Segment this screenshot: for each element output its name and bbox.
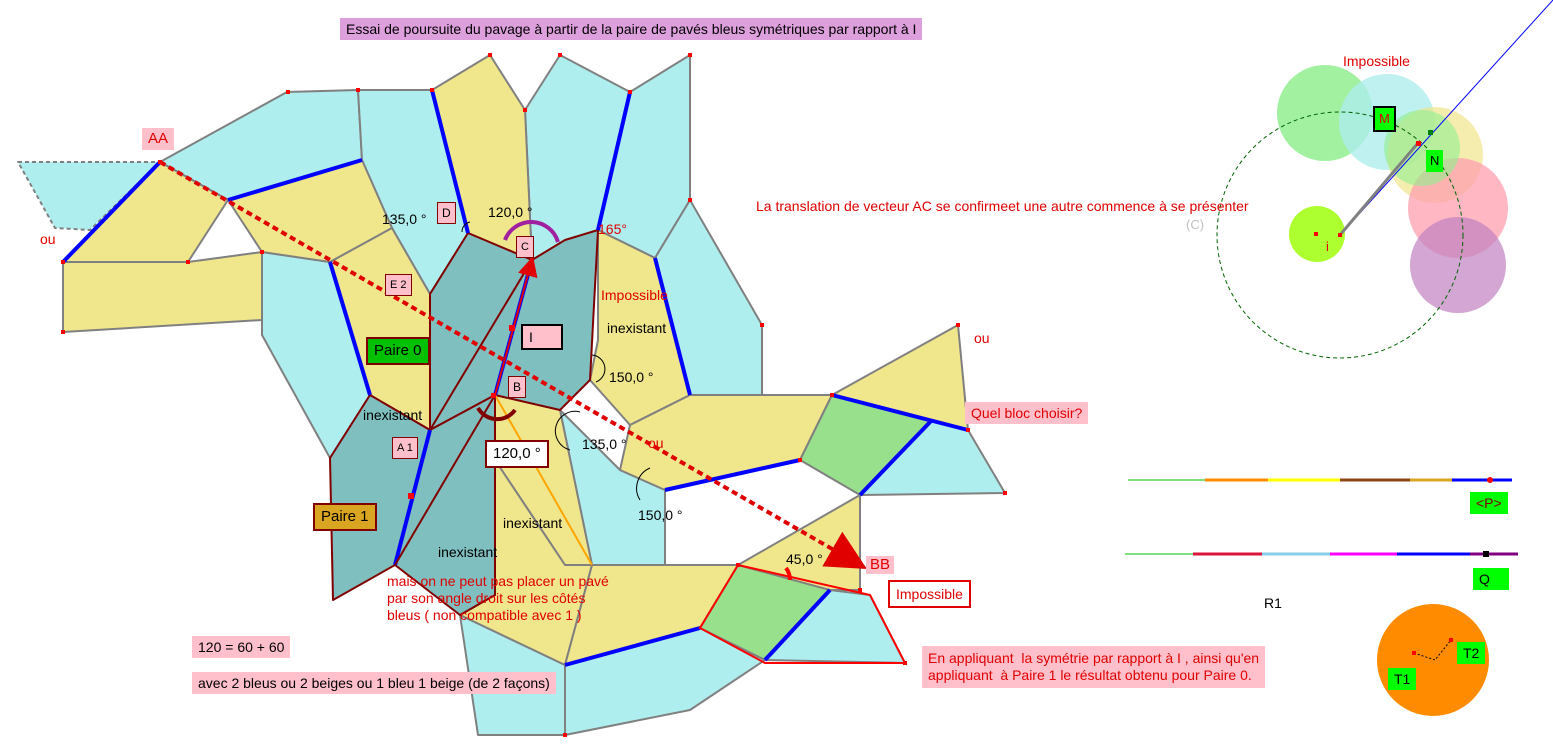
point-B-label[interactable]: B	[508, 376, 527, 398]
combos-label: avec 2 bleus ou 2 beiges ou 1 bleu 1 bei…	[192, 672, 556, 694]
ou-label-1: ou	[40, 231, 56, 247]
maroon-diagonal-2	[429, 259, 533, 431]
blue-edge-5	[653, 257, 692, 396]
inexistant-label-3: inexistant	[503, 515, 563, 531]
blue-edge-11	[564, 626, 701, 667]
impossible-label-2: Impossible	[1343, 53, 1410, 69]
angle-165: 165°	[598, 221, 627, 237]
circle-violet	[1410, 217, 1506, 313]
angle-150-b: 150,0 °	[638, 507, 683, 523]
point-i-label[interactable]: i	[1326, 239, 1329, 254]
quel-bloc-label: Quel bloc choisir?	[965, 402, 1089, 424]
arc-135-mid	[554, 410, 581, 451]
blue-edge-8	[831, 393, 969, 432]
cyan-tiles	[17, 54, 1006, 736]
blue-edge-3	[430, 89, 470, 234]
point-I-label[interactable]: I	[521, 324, 563, 350]
point-C-label[interactable]: C	[516, 236, 534, 258]
pair0-box[interactable]: Paire 0	[366, 337, 430, 365]
angle-120-top: 120,0 °	[488, 204, 533, 220]
angle-135-mid: 135,0 °	[582, 436, 627, 452]
translation-vector	[159, 160, 867, 569]
translation-note: La translation de vecteur AC se confirme…	[756, 198, 1249, 214]
inexistant-label-4: inexistant	[438, 544, 498, 560]
arc-150-b	[636, 467, 651, 501]
ray-blue	[1339, 0, 1553, 236]
inexistant-label-1: inexistant	[607, 320, 667, 336]
impossible-block-outline	[698, 563, 907, 664]
point-E2-label[interactable]: E 2	[385, 274, 412, 296]
slider-Q	[1125, 551, 1518, 557]
circles-cluster	[1216, 0, 1553, 359]
ou-label-3: ou	[648, 435, 664, 451]
ou-label-2: ou	[974, 330, 990, 346]
point-D-label[interactable]: D	[437, 202, 456, 224]
tile-beige-left-2	[62, 251, 263, 333]
point-M-label[interactable]: M	[1373, 106, 1396, 132]
circle-C	[1216, 111, 1464, 359]
arc-150	[591, 354, 606, 383]
blue-edge-12	[763, 588, 832, 662]
point-A1-label[interactable]: A 1	[392, 437, 418, 459]
blue-edge-10	[664, 458, 801, 492]
R1-label: R1	[1264, 595, 1282, 611]
page-title: Essai de poursuite du pavage à partir de…	[340, 18, 923, 40]
arc-45	[784, 566, 792, 581]
blue-edge-2	[328, 261, 372, 396]
point-BB-label[interactable]: BB	[866, 556, 895, 574]
angle-120-box[interactable]: 120,0 °	[485, 440, 549, 468]
blue-edge-4	[596, 91, 632, 231]
slider-Q-label[interactable]: Q	[1473, 568, 1509, 590]
point-AA-label[interactable]: AA	[142, 128, 175, 150]
tile-cyan-left-outline	[17, 161, 161, 231]
formula-label: 120 = 60 + 60	[192, 636, 291, 658]
segment-iN	[1338, 142, 1420, 236]
slider-P-label[interactable]: <P>	[1470, 492, 1508, 514]
impossible-box[interactable]: Impossible	[888, 580, 971, 608]
angle-45: 45,0 °	[786, 551, 823, 567]
blue-edge-1	[227, 158, 363, 202]
point-T1-label[interactable]: T1	[1388, 668, 1417, 690]
point-N-label[interactable]: N	[1426, 150, 1444, 172]
orange-line	[494, 394, 593, 566]
slider-P	[1128, 477, 1512, 483]
vertex-dots	[61, 53, 1007, 737]
circle-C-label: (C)	[1186, 217, 1205, 232]
angle-note: mais on ne peut pas placer un pavé par s…	[387, 573, 609, 623]
angle-150-a: 150,0 °	[609, 369, 654, 385]
blue-edge-9	[858, 418, 934, 497]
impossible-label-1: Impossible	[601, 287, 668, 303]
pair1-box[interactable]: Paire 1	[313, 503, 377, 531]
angle-135-top: 135,0 °	[382, 211, 427, 227]
arc-135-top	[461, 221, 471, 233]
inexistant-label-2: inexistant	[363, 407, 423, 423]
conclusion-note: En appliquant la symétrie par rapport à …	[922, 646, 1266, 688]
blue-edge-13	[61, 160, 162, 264]
point-T2-label[interactable]: T2	[1457, 642, 1486, 664]
arc-120-top	[503, 220, 560, 243]
arc-120-bottom	[476, 406, 517, 422]
maroon-diagonal	[394, 394, 496, 566]
